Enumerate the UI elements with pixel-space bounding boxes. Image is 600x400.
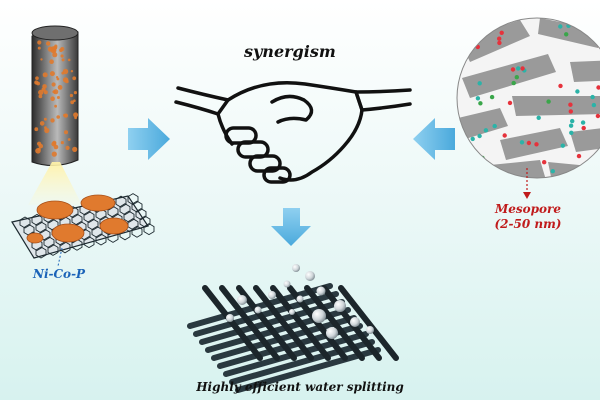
zoom-beam (28, 162, 82, 205)
synergism-label: synergism (244, 42, 336, 61)
nicop-particles-on-cylinder (34, 40, 79, 157)
mesopore-size: (2-50 nm) (494, 217, 562, 231)
outcome-caption: Highly efficient water splitting (196, 380, 404, 394)
graphene-sheet (11, 193, 155, 259)
catalyst-cylinder (31, 25, 79, 166)
electrode-mesh (187, 283, 399, 393)
arrow-icon-left (128, 118, 170, 160)
arrow-icon-down (271, 208, 311, 246)
catalyst-label: Ni-Co-P (33, 267, 86, 281)
mesopore-pointer-head (523, 192, 531, 199)
mesopore-label: Mesopore (2-50 nm) (488, 202, 568, 232)
handshake-icon (174, 80, 412, 184)
mesopore-title: Mesopore (494, 202, 562, 216)
gas-bubbles (226, 264, 374, 339)
arrow-icon-right (413, 118, 455, 160)
nicop-clusters (26, 194, 129, 244)
catalyst-pointer (57, 247, 63, 267)
mesopore-circle (456, 17, 600, 179)
